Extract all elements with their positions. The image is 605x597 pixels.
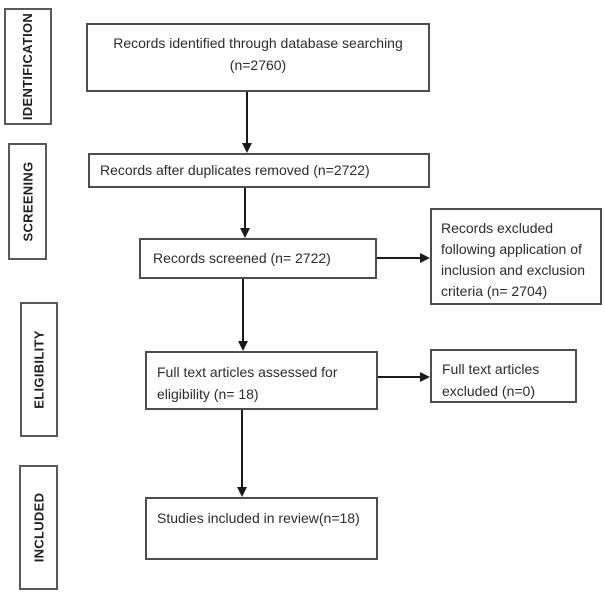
records-screened-text: Records screened (n= 2722): [153, 250, 331, 266]
arrow-down-icon: [238, 341, 248, 351]
flow-box-records-identified: Records identified through database sear…: [86, 23, 430, 92]
flow-box-fulltext-excluded: Full text articles excluded (n=0): [430, 349, 577, 403]
arrow-assessed-to-excluded-line: [378, 376, 421, 378]
arrow-right-icon: [420, 372, 430, 382]
stage-label-eligibility: ELIGIBILITY: [31, 330, 47, 409]
arrow-screened-to-assessed-line: [242, 279, 244, 342]
arrow-down-icon: [240, 228, 250, 238]
duplicates-removed-text: Records after duplicates removed (n=2722…: [100, 162, 370, 178]
stage-box-screening: SCREENING: [8, 143, 47, 260]
arrow-identified-to-duplicates-line: [246, 92, 248, 144]
records-excluded-text: Records excluded following application o…: [441, 220, 585, 299]
fulltext-excluded-text: Full text articles excluded (n=0): [442, 361, 540, 399]
stage-box-included: INCLUDED: [19, 465, 58, 590]
stage-box-identification: IDENTIFICATION: [4, 8, 52, 125]
studies-included-text: Studies included in review(n=18): [157, 510, 360, 526]
arrow-assessed-to-included-line: [241, 410, 243, 488]
flow-box-duplicates-removed: Records after duplicates removed (n=2722…: [88, 153, 430, 188]
arrow-down-icon: [242, 143, 252, 153]
records-identified-count: (n=2760): [229, 57, 287, 73]
arrow-down-icon: [237, 487, 247, 497]
fulltext-assessed-text: Full text articles assessed for eligibil…: [157, 364, 338, 402]
stage-label-included: INCLUDED: [31, 492, 47, 563]
flow-box-fulltext-assessed: Full text articles assessed for eligibil…: [145, 351, 378, 410]
stage-label-screening: SCREENING: [20, 161, 35, 242]
arrow-right-icon: [420, 253, 430, 263]
flow-box-studies-included: Studies included in review(n=18): [145, 497, 378, 560]
arrow-screened-to-excluded-line: [377, 257, 421, 259]
stage-box-eligibility: ELIGIBILITY: [20, 302, 58, 437]
arrow-duplicates-to-screened-line: [244, 188, 246, 229]
flow-box-records-screened: Records screened (n= 2722): [139, 238, 377, 279]
records-identified-line1: Records identified through database sear…: [113, 35, 403, 51]
stage-label-identification: IDENTIFICATION: [20, 12, 36, 121]
flow-box-records-excluded: Records excluded following application o…: [430, 208, 602, 305]
